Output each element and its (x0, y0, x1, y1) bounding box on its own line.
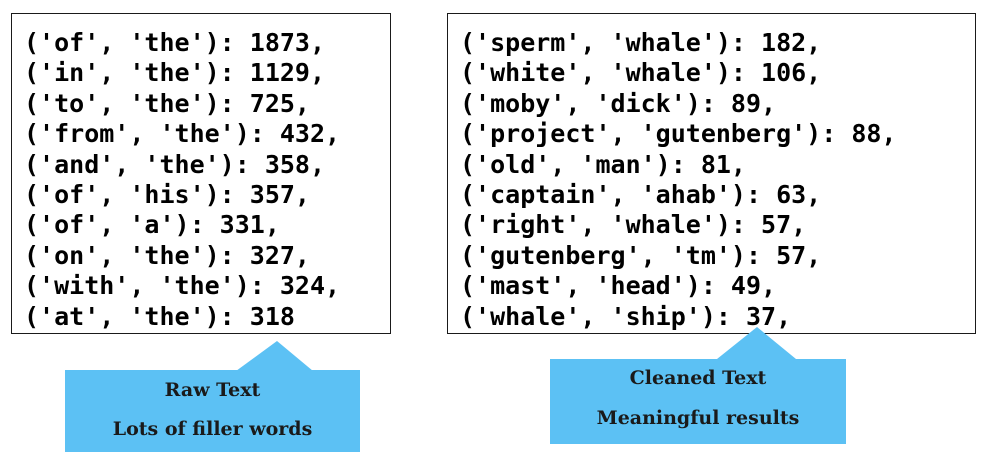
cleaned-bigram-line: ('captain', 'ahab'): 63, (460, 180, 822, 210)
cleaned-bigram-line: ('project', 'gutenberg'): 88, (460, 119, 897, 149)
cleaned-callout-subtitle: Meaningful results (596, 407, 800, 429)
cleaned-callout-pointer (717, 327, 796, 359)
cleaned-bigram-line: ('gutenberg', 'tm'): 57, (460, 240, 822, 270)
raw-bigram-line: ('at', 'the'): 318 (24, 301, 295, 331)
raw-bigram-line: ('with', 'the'): 324, (24, 271, 341, 301)
cleaned-callout-title: Cleaned Text (629, 367, 767, 389)
cleaned-text-callout: Cleaned Text Meaningful results (550, 359, 846, 444)
cleaned-bigram-panel: ('sperm', 'whale'): 182, ('white', 'whal… (447, 13, 976, 334)
cleaned-bigram-line: ('sperm', 'whale'): 182, (460, 28, 822, 57)
raw-callout-pointer (236, 341, 313, 371)
raw-bigram-line: ('from', 'the'): 432, (24, 119, 341, 149)
raw-bigram-line: ('of', 'a'): 331, (24, 210, 280, 240)
raw-bigram-line: ('to', 'the'): 725, (24, 88, 310, 118)
raw-text-callout: Raw Text Lots of filler words (65, 370, 360, 452)
cleaned-bigram-line: ('whale', 'ship'): 37, (460, 301, 792, 331)
cleaned-bigram-line: ('moby', 'dick'): 89, (460, 88, 777, 118)
raw-bigram-line: ('on', 'the'): 327, (24, 240, 310, 270)
cleaned-bigram-line: ('mast', 'head'): 49, (460, 271, 777, 301)
raw-bigram-line: ('in', 'the'): 1129, (24, 58, 326, 88)
cleaned-bigram-line: ('right', 'whale'): 57, (460, 210, 807, 240)
raw-bigram-line: ('of', 'his'): 357, (24, 180, 310, 210)
cleaned-bigram-line: ('old', 'man'): 81, (460, 149, 746, 179)
raw-bigram-panel: ('of', 'the'): 1873, ('in', 'the'): 1129… (11, 13, 391, 334)
raw-bigram-line: ('of', 'the'): 1873, (24, 28, 326, 57)
cleaned-bigram-line: ('white', 'whale'): 106, (460, 58, 822, 88)
raw-callout-subtitle: Lots of filler words (112, 418, 313, 440)
raw-bigram-line: ('and', 'the'): 358, (24, 149, 326, 179)
raw-callout-title: Raw Text (164, 379, 261, 401)
